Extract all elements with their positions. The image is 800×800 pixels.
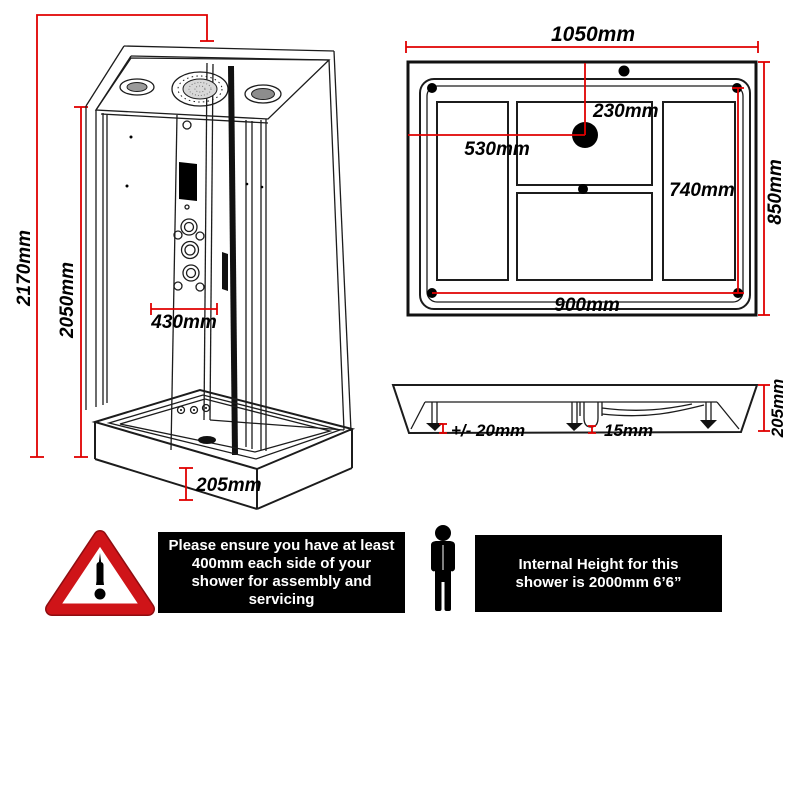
waste-trap <box>579 402 705 428</box>
ceiling-light-left-icon <box>119 78 155 96</box>
monsoon-shower-head-icon <box>171 71 229 107</box>
plan-view-drawing: 1050mm 230mm 530mm 740mm 900mm 850mm <box>405 23 786 317</box>
internal-height-notice-line: shower is 2000mm 6’6” <box>515 573 682 591</box>
side-view-drawing: +/- 20mm 15mm 205mm <box>391 379 787 440</box>
dim-label-panel-width: 430mm <box>150 312 217 333</box>
dim-label-waste-clearance: 15mm <box>604 421 653 440</box>
dim-label-overall-height: 2170mm <box>14 230 35 307</box>
body-jets <box>176 403 211 415</box>
dim-overall-depth: 850mm <box>758 61 786 316</box>
dim-label-tray-height-side: 205mm <box>768 379 787 439</box>
internal-height-notice-banner: Internal Height for this shower is 2000m… <box>475 535 722 612</box>
dim-drain-position: 230mm 530mm <box>408 63 659 160</box>
tray-drain <box>198 436 216 444</box>
clearance-notice-line: shower for assembly and <box>191 572 372 590</box>
fixing-point <box>427 83 437 93</box>
ceiling-fittings <box>119 71 282 107</box>
control-display <box>179 162 197 201</box>
control-panel <box>170 114 211 451</box>
dim-label-overall-width: 1050mm <box>551 23 635 46</box>
fixing-point-top <box>618 65 630 77</box>
fixing-point-mid <box>578 184 588 194</box>
dim-label-drain-offset-left: 530mm <box>464 139 530 160</box>
clearance-notice-banner: Please ensure you have at least 400mm ea… <box>158 532 405 613</box>
control-knobs <box>173 218 205 292</box>
dim-inner-width: 900mm <box>432 292 738 316</box>
cabin-frame <box>85 45 352 451</box>
dim-label-inner-width: 900mm <box>554 295 620 316</box>
tray-legs <box>426 402 717 431</box>
internal-height-notice-line: Internal Height for this <box>518 555 679 573</box>
ceiling-speaker-icon <box>244 84 282 104</box>
dim-leg-adjustment: +/- 20mm <box>439 421 525 440</box>
tray-3d <box>91 388 356 510</box>
dim-label-internal-frame-height: 2050mm <box>57 262 78 339</box>
clearance-notice-line: 400mm each side of your <box>191 554 372 572</box>
dim-tray-height-front: 205mm <box>179 467 262 501</box>
door-seal-strip <box>228 66 238 455</box>
dim-label-tray-height-front: 205mm <box>195 475 262 496</box>
clearance-notice-line: servicing <box>248 590 315 608</box>
dim-waste-clearance: 15mm <box>588 421 653 440</box>
dim-panel-width: 430mm <box>150 303 218 333</box>
person-icon <box>431 525 455 611</box>
door-handle <box>222 252 228 291</box>
warning-triangle-icon <box>45 530 155 616</box>
dim-overall-width: 1050mm <box>405 23 759 53</box>
dim-overall-height: 2170mm <box>14 14 214 458</box>
dim-label-inner-depth: 740mm <box>669 180 735 201</box>
dim-label-drain-offset-top: 230mm <box>592 101 659 122</box>
front-view-drawing: 2170mm 2050mm <box>14 14 356 510</box>
dim-label-leg-adjustment: +/- 20mm <box>451 421 525 440</box>
dim-internal-frame-height: 2050mm <box>57 106 88 458</box>
clearance-notice-line: Please ensure you have at least <box>168 536 395 554</box>
dim-label-overall-depth: 850mm <box>765 159 786 225</box>
dim-tray-height-side: 205mm <box>758 379 787 439</box>
